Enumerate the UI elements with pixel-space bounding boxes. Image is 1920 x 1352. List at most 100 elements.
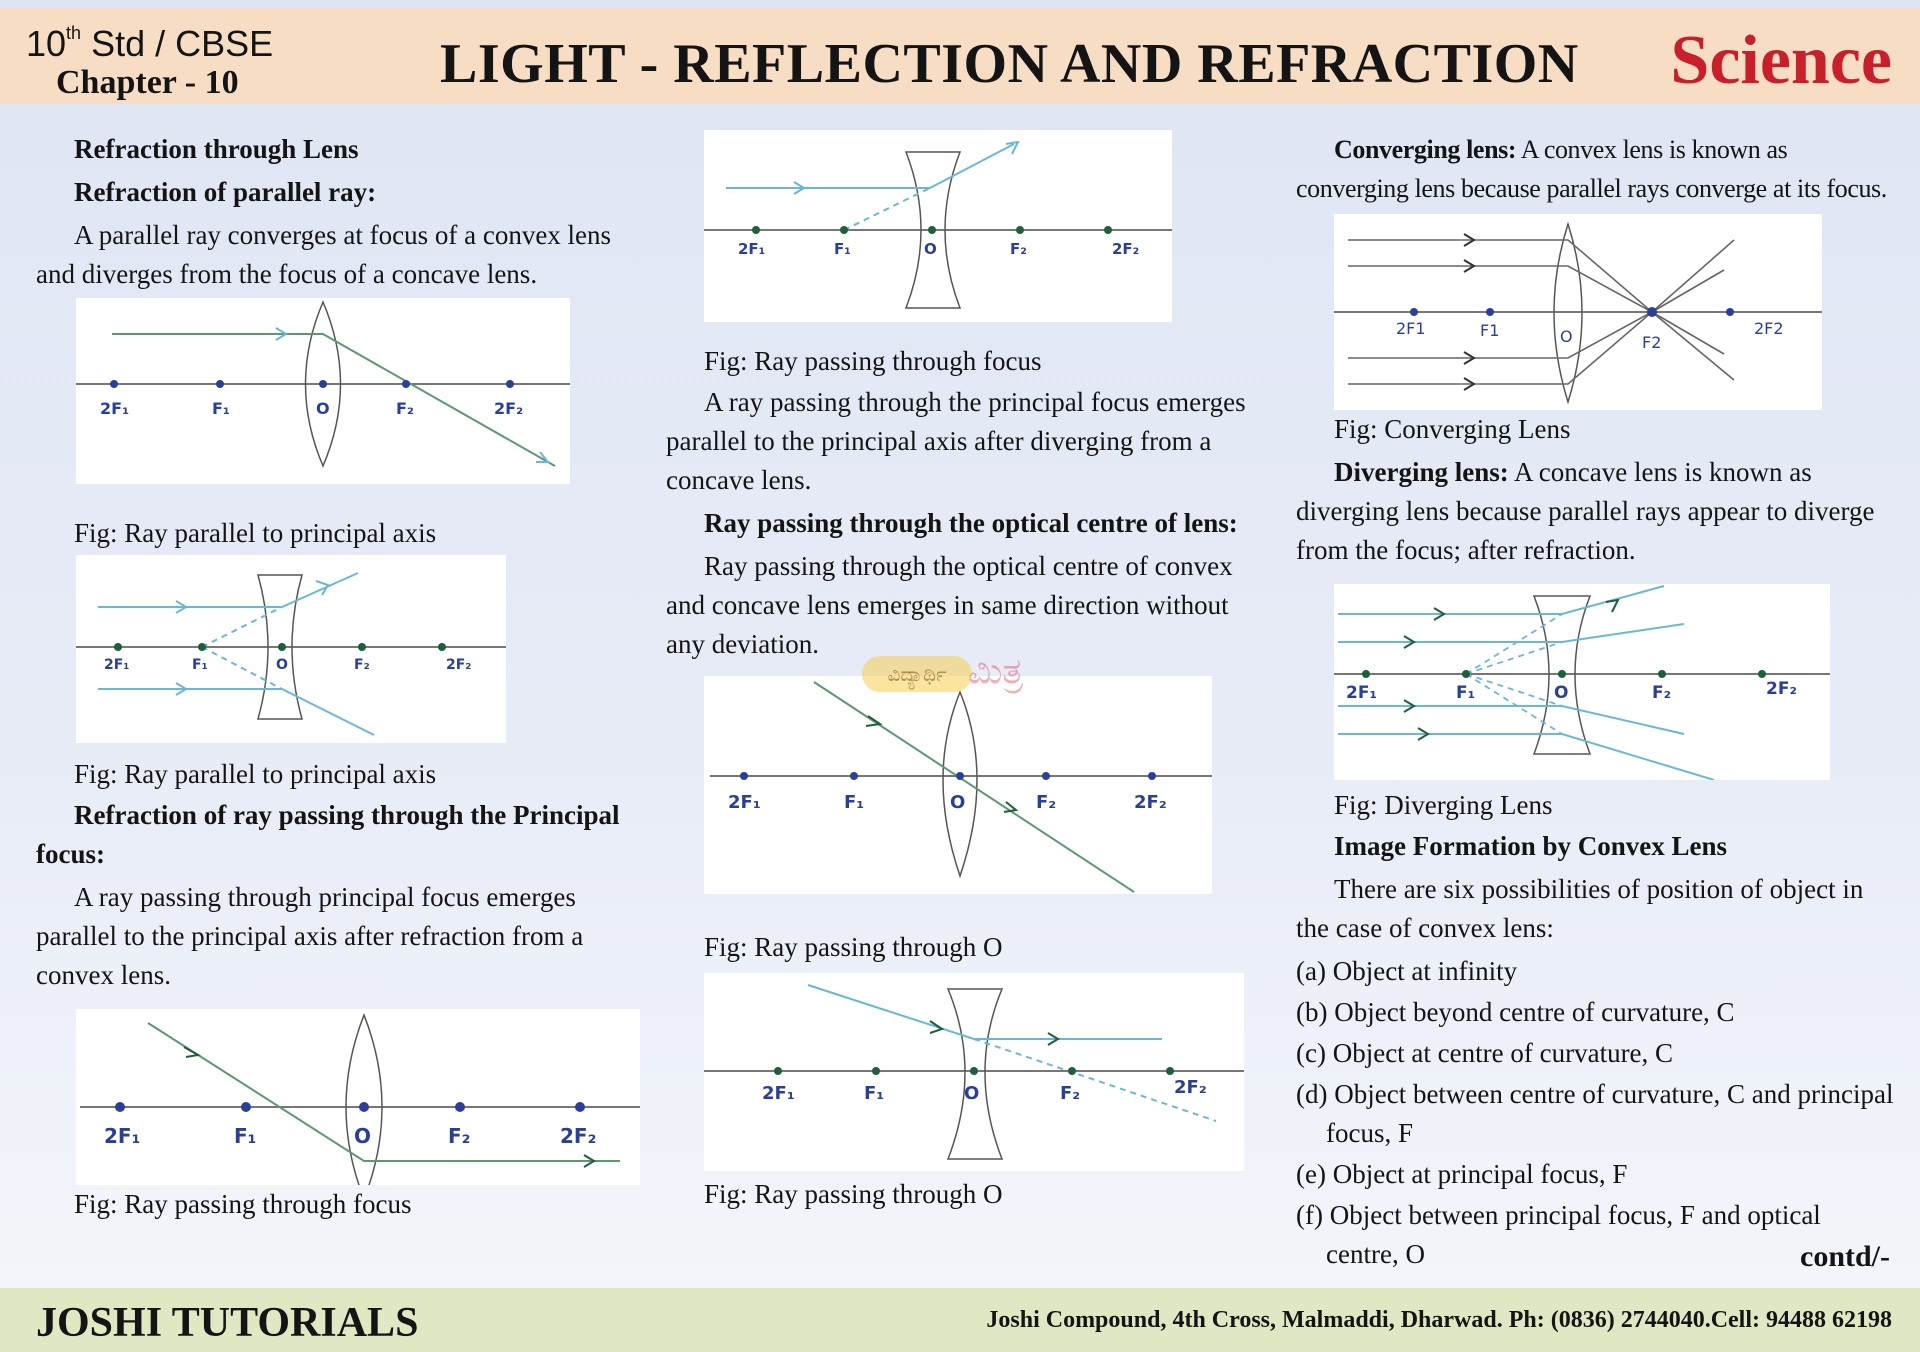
point-o	[319, 380, 327, 388]
arrow-head	[536, 451, 551, 463]
label-f1: F₁	[1456, 683, 1475, 703]
virtual-ray-bottom	[201, 646, 283, 690]
arrow-heads	[1403, 598, 1620, 741]
point-2f1	[115, 1102, 125, 1112]
column-right: Converging lens: A convex lens is known …	[1296, 104, 1900, 1274]
point-2f1	[114, 643, 122, 651]
point-2f1	[740, 772, 748, 780]
point-f1	[241, 1102, 251, 1112]
label-2f1: 2F₁	[104, 1124, 140, 1148]
label-2f2: 2F₂	[1112, 240, 1139, 258]
point-o	[1558, 670, 1566, 678]
diagram-converging-lens: 2F1 F1 O F2 2F2	[1334, 221, 1822, 405]
figure-concave-parallel-ray: 2F₁ F₁ O F₂ 2F₂	[76, 555, 506, 743]
label-o: O	[354, 1124, 371, 1148]
point-2f2	[506, 380, 514, 388]
label-f1: F₁	[844, 792, 864, 813]
diagram-convex-parallel-ray: 2F₁ F₁ O F₂ 2F₂	[76, 300, 570, 468]
label-o: O	[1560, 327, 1573, 346]
page-title: LIGHT - REFLECTION AND REFRACTION	[440, 33, 1579, 95]
column-left: Refraction through Lens Refraction of pa…	[36, 104, 656, 1224]
diagram-concave-through-focus: 2F₁ F₁ O F₂ 2F₂	[704, 140, 1172, 309]
figure-concave-through-focus: 2F₁ F₁ O F₂ 2F₂	[704, 130, 1172, 322]
point-o	[970, 1067, 978, 1075]
list-item: (d) Object between centre of curvature, …	[1296, 1079, 1894, 1148]
label-o: O	[964, 1083, 979, 1104]
convex-lens	[304, 300, 342, 468]
concave-lens	[946, 988, 1004, 1160]
heading-refraction-through-lens: Refraction through Lens	[74, 134, 359, 164]
label-2f1: 2F₁	[762, 1083, 795, 1104]
label-f2: F2	[1642, 333, 1661, 352]
figure-convex-through-o: 2F₁ F₁ O F₂ 2F₂	[704, 676, 1212, 894]
label-o: O	[1554, 683, 1568, 703]
point-f2	[402, 380, 410, 388]
point-f2	[1068, 1067, 1076, 1075]
point-f1	[850, 772, 858, 780]
arrow-head	[183, 1046, 201, 1058]
point-f1	[198, 643, 206, 651]
concave-lens	[904, 151, 962, 309]
label-f1: F₁	[192, 657, 208, 673]
refracted-ray	[112, 333, 556, 467]
continued-marker: contd/-	[1800, 1240, 1890, 1273]
arrow-head	[865, 715, 883, 727]
point-f2	[1042, 772, 1050, 780]
paragraph-diverging-lens: Diverging lens: A concave lens is known …	[1296, 453, 1900, 570]
list-item: (b) Object beyond centre of curvature, C	[1296, 997, 1735, 1027]
label-2f2: 2F₂	[1134, 792, 1167, 813]
point-2f1	[110, 380, 118, 388]
point-f2	[455, 1102, 465, 1112]
subject-title: Science	[1670, 22, 1892, 99]
point-2f2	[1148, 772, 1156, 780]
paragraph-optical-centre: Ray passing through the optical centre o…	[666, 551, 1233, 659]
convex-lens	[345, 1012, 383, 1185]
virtual-ray	[973, 1038, 1217, 1122]
paragraph-parallel-ray: A parallel ray converges at focus of a c…	[36, 220, 612, 289]
figure-convex-through-focus: 2F₁ F₁ O F₂ 2F₂	[76, 1009, 640, 1185]
arrow-head	[315, 580, 330, 596]
point-2f1	[774, 1067, 782, 1075]
point-2f1	[752, 226, 760, 234]
virtual-ray-top	[201, 606, 283, 648]
label-2f2: 2F₂	[1766, 679, 1797, 699]
term-converging-lens: Converging lens:	[1334, 135, 1517, 164]
convex-lens	[1553, 221, 1583, 405]
figure-converging-lens: 2F1 F1 O F2 2F2	[1334, 214, 1822, 410]
arrow-head	[175, 600, 188, 614]
term-diverging-lens: Diverging lens:	[1334, 457, 1509, 487]
point-f1	[872, 1067, 880, 1075]
point-2f2	[575, 1102, 585, 1112]
figure-diverging-lens: 2F₁ F₁ O F₂ 2F₂	[1334, 584, 1830, 780]
paragraph-six-possibilities: There are six possibilities of position …	[1296, 874, 1864, 943]
list-item: (f) Object between principal focus, F an…	[1296, 1200, 1821, 1269]
point-f2	[1647, 307, 1657, 317]
figure-convex-parallel-ray: 2F₁ F₁ O F₂ 2F₂	[76, 298, 570, 484]
heading-principal-focus: Refraction of ray passing through the Pr…	[36, 800, 620, 869]
label-f1: F₁	[864, 1083, 884, 1104]
convex-lens	[942, 689, 978, 879]
heading-image-formation: Image Formation by Convex Lens	[1334, 831, 1727, 861]
paragraph-concave-focus: A ray passing through the principal focu…	[666, 387, 1246, 495]
label-f2: F₂	[1010, 240, 1027, 258]
std-suffix: th	[66, 23, 82, 43]
list-item: (e) Object at principal focus, F	[1296, 1159, 1628, 1189]
label-2f1: 2F₁	[100, 399, 129, 418]
arrow-head	[1047, 1032, 1060, 1046]
heading-optical-centre: Ray passing through the optical centre o…	[704, 508, 1238, 538]
paragraph-converging-lens: Converging lens: A convex lens is known …	[1296, 130, 1900, 208]
column-middle: 2F₁ F₁ O F₂ 2F₂ Fig: Ray passing through…	[666, 104, 1266, 1214]
point-2f2	[438, 643, 446, 651]
point-f2	[358, 643, 366, 651]
point-o	[956, 772, 964, 780]
caption-fig2: Fig: Ray parallel to principal axis	[74, 759, 437, 789]
label-2f1: 2F₁	[104, 657, 129, 673]
diverging-ray-bottom	[98, 688, 375, 736]
chapter-number: Chapter - 10	[56, 64, 239, 101]
label-2f2: 2F₂	[494, 399, 523, 418]
label-2f2: 2F₂	[560, 1124, 596, 1148]
label-o: O	[950, 792, 965, 813]
point-f2	[1658, 670, 1666, 678]
label-f2: F₂	[354, 657, 370, 673]
point-o	[359, 1102, 369, 1112]
